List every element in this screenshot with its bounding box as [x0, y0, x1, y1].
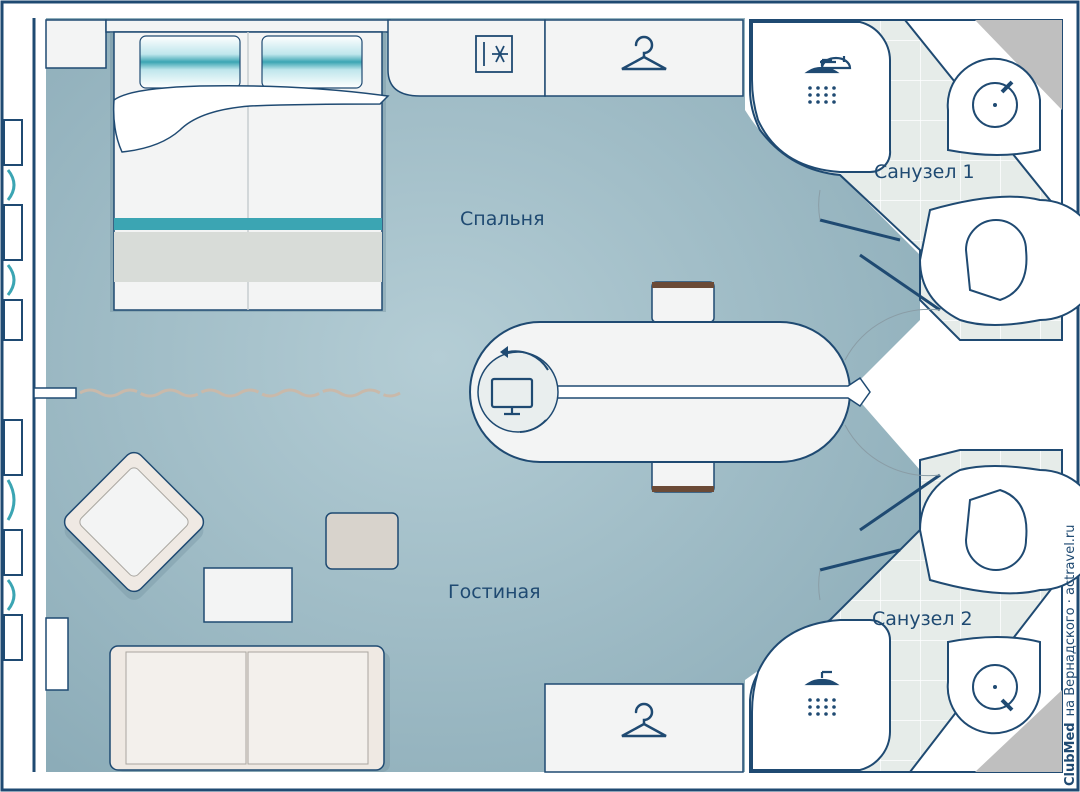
room-label-bathroom-2: Санузел 2	[872, 608, 973, 630]
sofa	[109, 645, 390, 772]
window-glass	[6, 169, 16, 611]
safe-cabinet	[387, 19, 546, 97]
bed	[110, 31, 390, 312]
hanger-icon	[621, 35, 667, 71]
windows	[3, 119, 23, 661]
svg-text:ClubMedна Вернадского · actrav: ClubMed на Вернадского · actravel.ru	[1063, 524, 1078, 786]
top-shelf	[45, 19, 107, 69]
watermark: ClubMed на Вернадского · actravel.ru	[1063, 524, 1078, 786]
shower-icon	[804, 670, 840, 716]
headboard	[105, 19, 391, 33]
armchair	[63, 451, 205, 600]
room-label-bedroom: Спальня	[460, 208, 545, 230]
wall-stub-bottom	[45, 617, 69, 691]
tv-icon	[490, 377, 534, 416]
shower-icon	[804, 56, 852, 104]
bathroom-2	[749, 449, 1080, 773]
duvet-fold	[112, 84, 390, 153]
tv-island	[469, 281, 871, 493]
coffee-table	[203, 567, 293, 623]
room-label-living-room: Гостиная	[448, 581, 541, 603]
pillow	[139, 35, 241, 89]
watermark-text: на Вернадского · actravel.ru	[1063, 524, 1078, 716]
wardrobe-bottom	[544, 683, 744, 773]
room-label-bathroom-1: Санузел 1	[874, 161, 975, 183]
wall-stub	[33, 387, 77, 399]
safe-icon	[475, 35, 513, 73]
bathroom-1	[749, 19, 1080, 341]
pouf	[325, 512, 399, 570]
pillow	[261, 35, 363, 89]
doors	[818, 189, 941, 601]
watermark-brand: ClubMed	[1063, 722, 1078, 786]
curtain	[79, 388, 401, 398]
rotate-arrow-icon	[507, 350, 549, 371]
hanger-icon	[621, 702, 667, 738]
